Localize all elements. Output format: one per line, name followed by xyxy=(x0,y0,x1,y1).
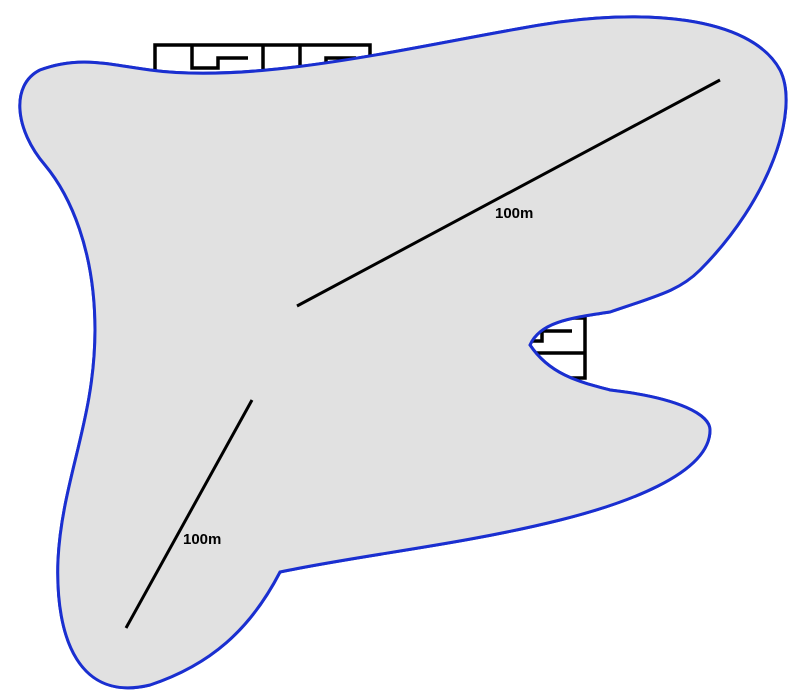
coverage-zone-outline xyxy=(18,15,788,690)
measure-line-upper xyxy=(296,78,721,308)
measure-line-lower xyxy=(124,399,254,629)
measure-label-lower: 100m xyxy=(183,531,221,548)
wall xyxy=(190,45,248,70)
measure-label-upper: 100m xyxy=(495,205,533,222)
